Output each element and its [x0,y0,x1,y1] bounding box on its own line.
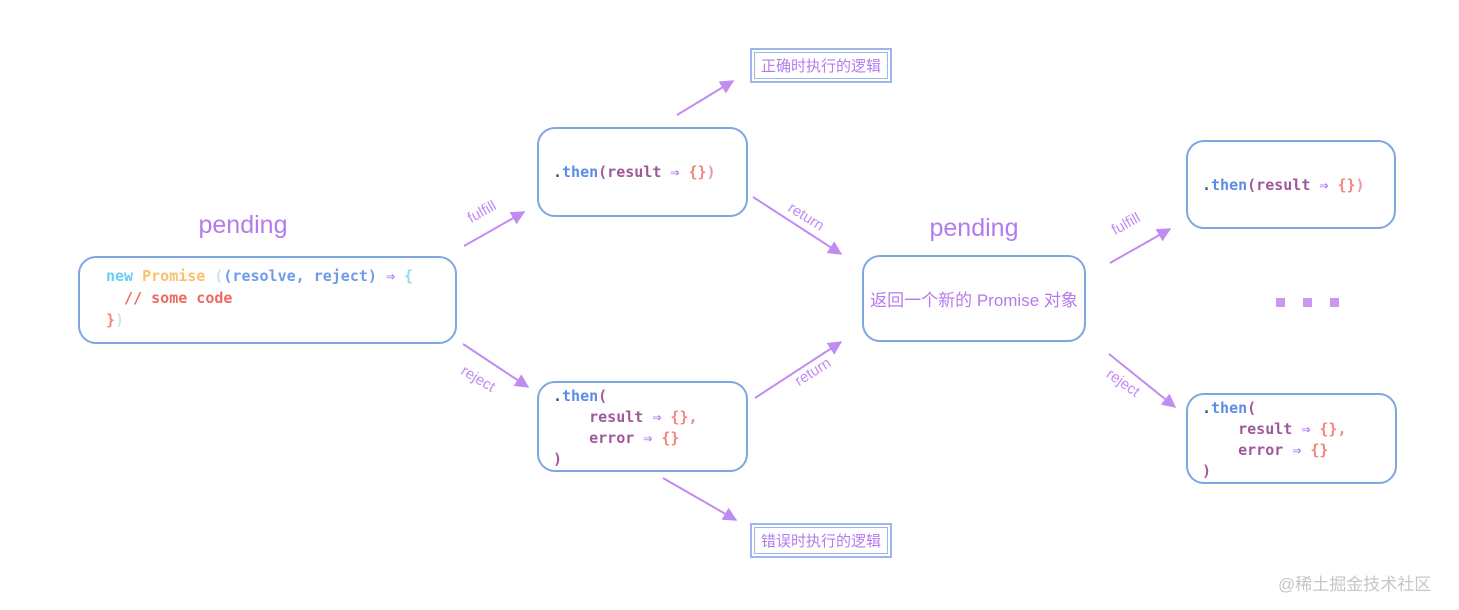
arrow-return-top [752,196,843,255]
code-token: {} [1337,175,1356,194]
arrow-reject-right [1108,353,1177,408]
code-token: {}, [670,408,698,426]
code-token: ) [115,311,125,329]
code-token: ( [214,267,224,285]
code-token: ⇒ [1310,175,1338,194]
error-note: 错误时执行的逻辑 [750,523,893,558]
ellipsis-dot [1276,298,1285,307]
code-line: result ⇒ {}, [553,407,746,428]
arrow-fulfill-left [463,211,526,247]
code-token: then [1211,399,1248,417]
promise-executor-box: new Promise ((resolve, reject) ⇒ { // so… [78,256,457,344]
success-note: 正确时执行的逻辑 [750,48,893,83]
code-token: (result [598,163,662,181]
code-line: .then( [553,386,746,407]
code-line: ) [553,449,746,470]
code-token: {} [688,163,707,181]
code-token: (resolve, reject) [223,267,377,285]
pending-label-left: pending [198,211,288,239]
code-line: }) [106,309,455,331]
arrow-fulfill-right [1109,228,1172,264]
code-token: {} [661,429,680,447]
code-token: . [1202,399,1212,417]
error-note-text: 错误时执行的逻辑 [754,527,889,554]
code-token: ) [553,450,563,468]
arrow-reject-left [462,343,530,388]
code-token: { [404,267,414,285]
new-promise-box: 返回一个新的 Promise 对象 [862,255,1086,342]
code-line: .then( [1202,398,1395,419]
arrow-return-bottom [754,341,843,399]
code-token: error [553,429,635,447]
code-token: then [1211,175,1248,194]
code-token: ( [1247,399,1257,417]
code-token: result [553,408,644,426]
code-line: result ⇒ {}, [1202,419,1395,440]
code-line: error ⇒ {} [553,428,746,449]
code-line: ) [1202,461,1395,482]
new-promise-text: 返回一个新的 Promise 对象 [870,291,1078,310]
code-token: // some code [106,289,233,307]
then-fulfilled-box-1: .then(result ⇒ {}) [537,127,748,217]
code-token: ( [598,387,608,405]
watermark: @稀土掘金技术社区 [1278,575,1432,594]
ellipsis-dot [1303,298,1312,307]
code-line: error ⇒ {} [1202,440,1395,461]
code-token: (result [1247,175,1311,194]
code-token: ⇒ [661,163,689,181]
then-fulfilled-box-2: .then(result ⇒ {}) [1186,140,1396,229]
arrow-success-note [676,80,735,116]
code-token: {} [1310,441,1329,459]
code-token: . [553,387,563,405]
then-chain-box-1: .then( result ⇒ {}, error ⇒ {}) [537,381,748,472]
ellipsis-dot [1330,298,1339,307]
then-chain-code-1: .then( result ⇒ {}, error ⇒ {}) [553,386,746,470]
code-line: new Promise ((resolve, reject) ⇒ { [106,265,455,287]
code-token: Promise [142,267,215,285]
code-token: error [1202,441,1284,459]
code-line: // some code [106,287,455,309]
then-fulfilled-code-1: .then(result ⇒ {}) [553,161,716,183]
code-line: .then(result ⇒ {}) [553,161,716,183]
code-token: . [1202,175,1212,194]
code-token: result [1202,420,1293,438]
code-token: ⇒ [376,267,405,285]
promise-executor-code: new Promise ((resolve, reject) ⇒ { // so… [106,265,455,331]
code-token: ) [706,163,716,181]
code-token: } [106,311,116,329]
pending-label-middle: pending [929,214,1019,242]
ellipsis-dots [1276,298,1339,307]
code-token: ⇒ [643,408,671,426]
code-token: ⇒ [634,429,662,447]
arrow-error-note [662,477,738,521]
code-token: new [106,267,143,285]
then-fulfilled-code-2: .then(result ⇒ {}) [1202,174,1365,196]
then-chain-box-2: .then( result ⇒ {}, error ⇒ {}) [1186,393,1397,484]
code-token: ) [1355,175,1365,194]
then-chain-code-2: .then( result ⇒ {}, error ⇒ {}) [1202,398,1395,482]
code-token: ⇒ [1292,420,1320,438]
code-token: then [562,387,599,405]
code-line: .then(result ⇒ {}) [1202,174,1365,196]
code-token: . [553,163,563,181]
code-token: ⇒ [1283,441,1311,459]
code-token: then [562,163,599,181]
code-token: {}, [1319,420,1347,438]
success-note-text: 正确时执行的逻辑 [754,52,889,79]
code-token: ) [1202,462,1212,480]
